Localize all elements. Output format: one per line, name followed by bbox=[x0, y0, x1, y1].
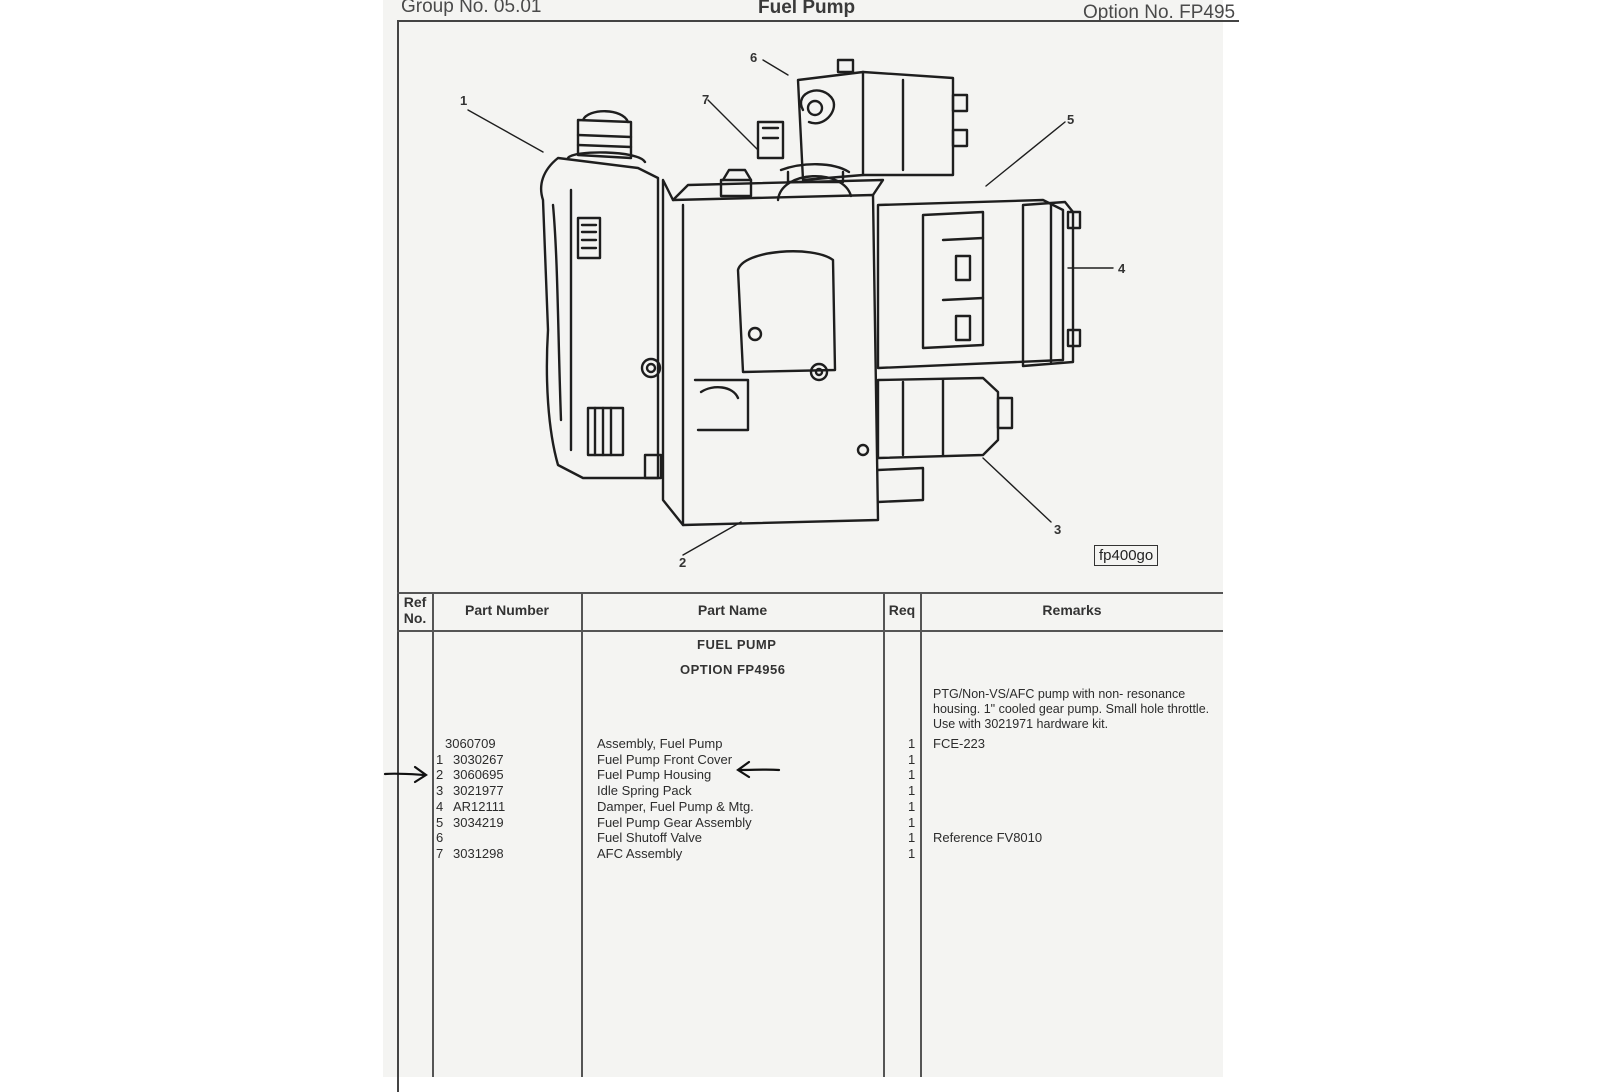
callout-6: 6 bbox=[750, 50, 758, 65]
page-title: Fuel Pump bbox=[758, 0, 856, 18]
req-cell: 1 bbox=[908, 783, 916, 798]
callout-4: 4 bbox=[1118, 261, 1126, 276]
col-divider-req bbox=[920, 592, 922, 1077]
callout-7: 7 bbox=[702, 92, 710, 107]
part-number-cell: 3060695 bbox=[453, 767, 504, 782]
remarks-cell: FCE-223 bbox=[933, 736, 986, 751]
col-header-ref: Ref No. bbox=[403, 594, 427, 626]
part-number-cell: 3034219 bbox=[453, 815, 504, 830]
col-header-remarks: Remarks bbox=[1042, 602, 1102, 618]
col-header-part-name: Part Name bbox=[697, 602, 768, 618]
table-top-rule bbox=[397, 592, 1223, 594]
damper-outline bbox=[1021, 200, 1075, 368]
part-name-cell: Fuel Pump Housing bbox=[597, 767, 712, 782]
handwritten-arrow-right-icon bbox=[736, 760, 781, 779]
ref-cell: 1 bbox=[436, 752, 444, 767]
req-cell: 1 bbox=[908, 736, 916, 751]
callout-3: 3 bbox=[1054, 522, 1062, 537]
req-cell: 1 bbox=[908, 767, 916, 782]
page-frame bbox=[397, 20, 1239, 1092]
req-cell: 1 bbox=[908, 830, 916, 845]
table-header-rule bbox=[397, 630, 1223, 632]
idle-spring-pack bbox=[876, 376, 1000, 460]
ref-cell: 5 bbox=[436, 815, 444, 830]
ref-cell: 4 bbox=[436, 799, 444, 814]
part-number-cell: 3021977 bbox=[453, 783, 504, 798]
col-header-req: Req bbox=[888, 602, 916, 618]
section-option: OPTION FP4956 bbox=[680, 662, 786, 677]
assembly-remarks: PTG/Non-VS/AFC pump with non- resonance … bbox=[933, 687, 1210, 731]
part-number-cell: 3060709 bbox=[445, 736, 496, 751]
figure-code: fp400go bbox=[1094, 545, 1159, 566]
callout-5: 5 bbox=[1067, 112, 1075, 127]
ref-cell: 2 bbox=[436, 767, 444, 782]
req-cell: 1 bbox=[908, 799, 916, 814]
main-housing-outline bbox=[661, 178, 880, 527]
col-divider-ref bbox=[432, 592, 434, 1077]
req-cell: 1 bbox=[908, 815, 916, 830]
callout-1: 1 bbox=[460, 93, 468, 108]
ref-cell: 7 bbox=[436, 846, 444, 861]
gear-pump-outline bbox=[876, 198, 1065, 370]
ref-cell: 6 bbox=[436, 830, 444, 845]
fuel-pump-drawing bbox=[467, 58, 1114, 556]
part-number-cell: AR12111 bbox=[453, 799, 506, 814]
front-cover-outline bbox=[539, 156, 660, 480]
col-divider-partname bbox=[883, 592, 885, 1077]
inlet-fitting bbox=[576, 118, 633, 160]
part-name-cell: Idle Spring Pack bbox=[597, 783, 692, 798]
handwritten-arrow-left-icon bbox=[383, 765, 428, 784]
part-number-cell: 3030267 bbox=[453, 752, 504, 767]
req-cell: 1 bbox=[908, 846, 916, 861]
col-header-part-number: Part Number bbox=[464, 602, 550, 618]
req-cell: 1 bbox=[908, 752, 916, 767]
part-name-cell: Assembly, Fuel Pump bbox=[597, 736, 723, 751]
callout-2: 2 bbox=[679, 555, 687, 570]
part-name-cell: AFC Assembly bbox=[597, 846, 683, 861]
group-number: Group No. 05.01 bbox=[401, 0, 542, 17]
part-name-cell: Fuel Shutoff Valve bbox=[597, 830, 703, 845]
part-name-cell: Fuel Pump Gear Assembly bbox=[597, 815, 752, 830]
part-name-cell: Damper, Fuel Pump & Mtg. bbox=[597, 799, 754, 814]
part-name-cell: Fuel Pump Front Cover bbox=[597, 752, 733, 767]
ref-cell: 3 bbox=[436, 783, 444, 798]
parts-catalog-sheet: Group No. 05.01 Fuel Pump Option No. FP4… bbox=[383, 0, 1239, 1092]
col-divider-partnum bbox=[581, 592, 583, 1077]
section-title: FUEL PUMP bbox=[697, 637, 777, 652]
option-number: Option No. FP495 bbox=[1083, 2, 1236, 23]
part-number-cell: 3031298 bbox=[453, 846, 504, 861]
remarks-cell: Reference FV8010 bbox=[933, 830, 1043, 845]
